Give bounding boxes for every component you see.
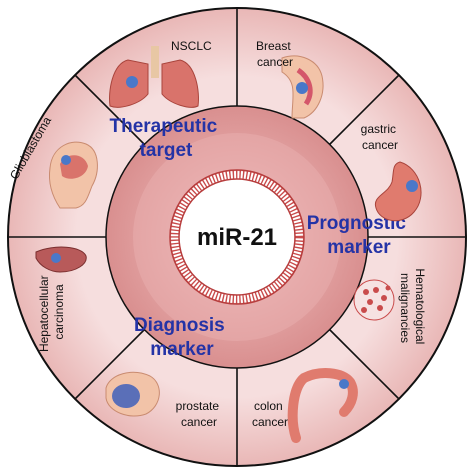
liver-icon — [35, 246, 87, 273]
prostate-icon — [105, 372, 160, 417]
breast-cancer-label: Breast cancer — [256, 39, 294, 69]
stomach-icon — [374, 161, 422, 222]
therapeutic-target-label: Therapeutic target — [110, 116, 223, 161]
breast-icon — [281, 55, 324, 119]
blood-cells-icon — [353, 279, 395, 321]
segment-dividers — [8, 8, 466, 466]
gastric-cancer-label: gastric cancer — [361, 122, 400, 152]
brain-icon — [49, 141, 98, 209]
hematological-malignancies-label: Hematological malignancies — [398, 268, 427, 347]
lungs-icon — [109, 46, 199, 108]
core-membrane — [169, 169, 305, 305]
colon-icon — [287, 368, 358, 443]
prognostic-marker-label: Prognostic marker — [307, 213, 412, 258]
colon-cancer-label: colon cancer — [252, 399, 288, 429]
nsclc-label: NSCLC — [171, 39, 212, 53]
prostate-cancer-label: prostate cancer — [176, 399, 223, 429]
diagnosis-marker-label: Diagnosis marker — [134, 315, 230, 360]
center-label: miR-21 — [197, 224, 277, 251]
hepatocellular-carcinoma-label: Hepatocellular carcinoma — [37, 272, 66, 352]
